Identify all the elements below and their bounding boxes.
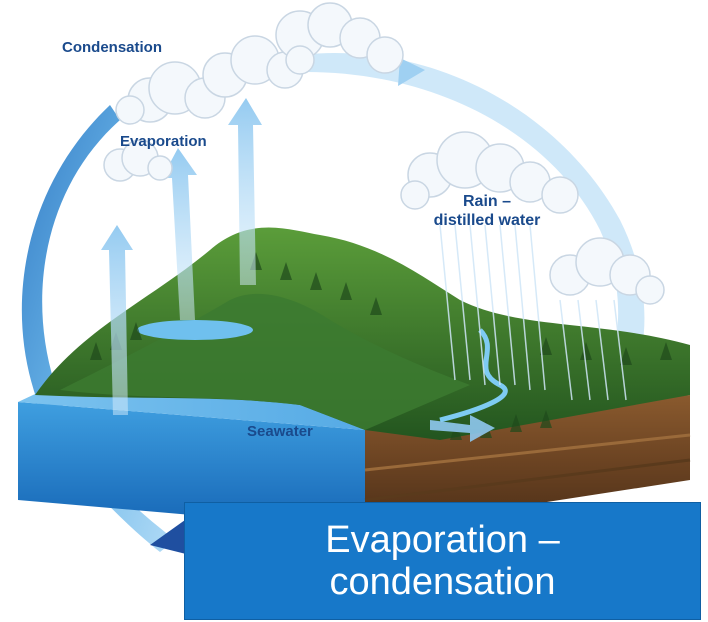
river: [439, 328, 508, 423]
cloud: [400, 131, 579, 214]
ring-arrowhead-top: [398, 58, 425, 86]
runoff-arrow: [430, 415, 495, 442]
rain-label-line2: distilled water: [433, 212, 541, 229]
seawater-label: Seawater: [247, 423, 313, 440]
caption-line2: condensation: [329, 561, 556, 603]
rain-label-line1: Rain –: [462, 193, 511, 210]
lake: [137, 320, 253, 340]
caption-box: Evaporation – condensation: [184, 502, 701, 620]
rain-label: Rain – distilled water: [418, 192, 556, 230]
cloud: [115, 61, 226, 125]
island: [18, 227, 691, 530]
clouds: [103, 2, 665, 305]
condensation-label: Condensation: [62, 39, 162, 56]
evaporation-arrows: [101, 98, 262, 415]
cloud: [103, 139, 173, 182]
evaporation-label: Evaporation: [120, 133, 207, 150]
cloud: [549, 237, 665, 305]
cloud: [275, 2, 404, 75]
rain-streaks: [439, 224, 627, 401]
sea-front: [18, 402, 365, 530]
ring-arrowhead-bottom: [150, 520, 190, 555]
caption-line1: Evaporation –: [325, 519, 560, 561]
